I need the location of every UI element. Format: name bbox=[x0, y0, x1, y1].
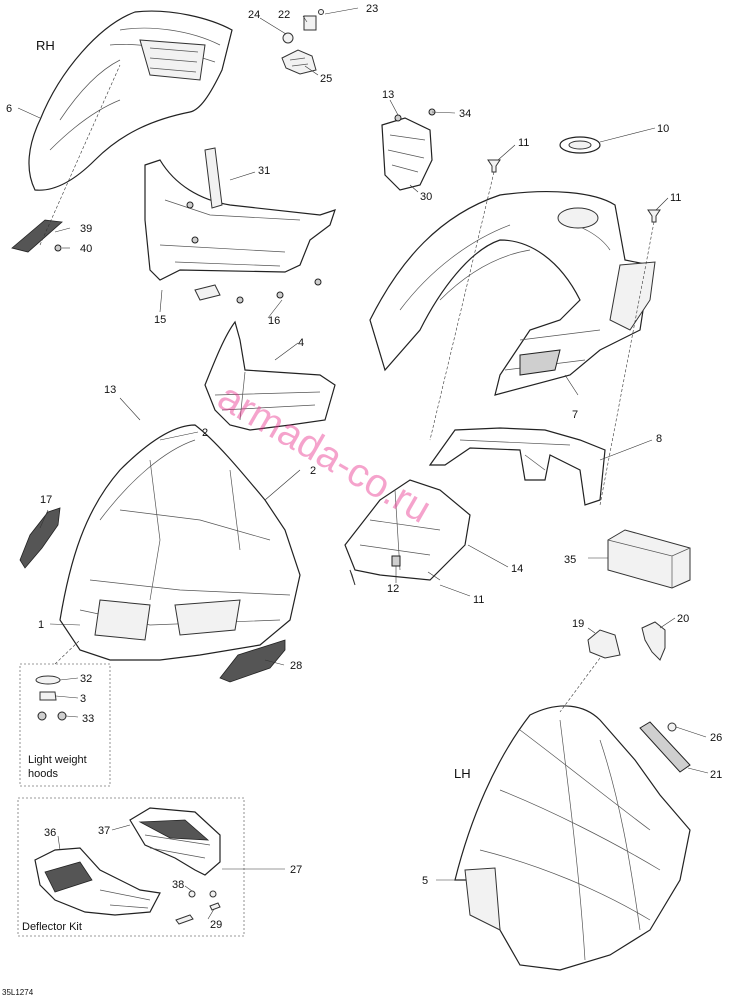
side-grille-17 bbox=[19, 507, 61, 569]
light-weight-hoods-label-line2: hoods bbox=[28, 768, 58, 780]
callout-35: 35 bbox=[564, 554, 576, 566]
callout-32: 32 bbox=[80, 673, 92, 685]
rh-side-panel bbox=[28, 10, 233, 191]
callout-2a: 2 bbox=[202, 427, 208, 439]
callout-39: 39 bbox=[80, 223, 92, 235]
callout-4: 4 bbox=[298, 337, 304, 349]
clip-20 bbox=[641, 621, 666, 661]
support-bar-8 bbox=[428, 427, 606, 506]
lh-label: LH bbox=[454, 766, 471, 781]
deflector-36 bbox=[34, 847, 161, 916]
callout-17: 17 bbox=[40, 494, 52, 506]
callout-33: 33 bbox=[82, 713, 94, 725]
leader-lines bbox=[17, 7, 709, 920]
callout-13b: 13 bbox=[104, 384, 116, 396]
callout-19: 19 bbox=[572, 618, 584, 630]
clip-19 bbox=[587, 629, 621, 659]
gasket-ring-10 bbox=[559, 136, 601, 154]
screw-11a bbox=[487, 159, 501, 173]
callout-36: 36 bbox=[44, 827, 56, 839]
lh-side-panel bbox=[454, 705, 691, 971]
callout-11c: 11 bbox=[473, 594, 484, 606]
callout-38: 38 bbox=[172, 879, 184, 891]
callout-27: 27 bbox=[290, 864, 302, 876]
callout-20: 20 bbox=[677, 613, 689, 625]
callout-11b: 11 bbox=[670, 192, 681, 204]
nut-40 bbox=[54, 244, 62, 252]
drawing-code: 35L1274 bbox=[2, 988, 34, 997]
upper-hood-7 bbox=[369, 191, 656, 396]
light-weight-hoods-box bbox=[19, 663, 111, 787]
deflector-kit-label: Deflector Kit bbox=[22, 921, 82, 933]
callout-25: 25 bbox=[320, 73, 332, 85]
callout-13a: 13 bbox=[382, 89, 394, 101]
screw-11b bbox=[647, 209, 661, 223]
fasteners-38-29 bbox=[175, 890, 221, 925]
front-hood-1 bbox=[59, 424, 301, 661]
callout-21: 21 bbox=[710, 769, 722, 781]
callout-8: 8 bbox=[656, 433, 662, 445]
callout-16: 16 bbox=[268, 315, 280, 327]
callout-24: 24 bbox=[248, 9, 260, 21]
light-weight-parts bbox=[35, 675, 67, 721]
rh-label: RH bbox=[36, 38, 55, 53]
callout-23: 23 bbox=[366, 3, 378, 15]
callout-31: 31 bbox=[258, 165, 270, 177]
light-weight-hoods-label-line1: Light weight bbox=[28, 754, 87, 766]
hood-bracket-30 bbox=[381, 108, 436, 191]
callout-40: 40 bbox=[80, 243, 92, 255]
callout-11a: 11 bbox=[518, 137, 529, 149]
console-bracket-14 bbox=[344, 479, 471, 586]
callout-29: 29 bbox=[210, 919, 222, 931]
callout-7: 7 bbox=[572, 409, 578, 421]
callout-2b: 2 bbox=[310, 465, 316, 477]
callout-6: 6 bbox=[6, 103, 12, 115]
callout-5: 5 bbox=[422, 875, 428, 887]
deflector-kit-box bbox=[17, 797, 245, 937]
callout-10: 10 bbox=[657, 123, 669, 135]
vent-grille-39 bbox=[11, 219, 63, 253]
front-grille-28 bbox=[219, 639, 286, 683]
callout-26: 26 bbox=[710, 732, 722, 744]
callout-22: 22 bbox=[278, 9, 290, 21]
callout-12: 12 bbox=[387, 583, 399, 595]
callout-14: 14 bbox=[511, 563, 523, 575]
callout-28: 28 bbox=[290, 660, 302, 672]
callout-34: 34 bbox=[459, 108, 471, 120]
nut-26 bbox=[667, 722, 677, 732]
deflector-37 bbox=[129, 807, 221, 876]
callout-37: 37 bbox=[98, 825, 110, 837]
windshield-4 bbox=[204, 320, 336, 431]
callout-15: 15 bbox=[154, 314, 166, 326]
callout-1: 1 bbox=[38, 619, 44, 631]
callout-3: 3 bbox=[80, 693, 86, 705]
handle-21 bbox=[639, 721, 691, 773]
kit-box-35 bbox=[607, 529, 691, 589]
support-bracket-31 bbox=[144, 147, 336, 304]
callout-30: 30 bbox=[420, 191, 432, 203]
